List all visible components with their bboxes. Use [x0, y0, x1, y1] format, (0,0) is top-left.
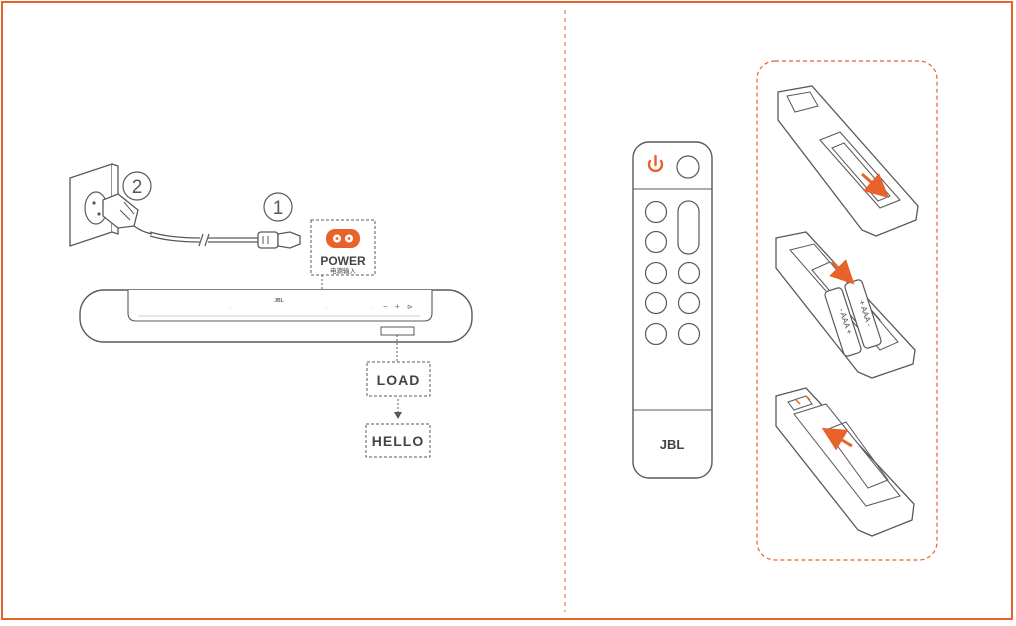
soundbar-source-button: ⊳: [407, 304, 413, 311]
down-arrow: [394, 399, 402, 419]
remote-button: [677, 261, 701, 285]
battery-steps-frame: [756, 60, 938, 561]
remote-battery-compartment: - AAA + + AAA -: [775, 231, 916, 379]
svg-text:HELLO: HELLO: [372, 433, 424, 449]
remote-button: [644, 230, 668, 254]
remote-top-button: [676, 155, 700, 179]
remote-button: [644, 200, 668, 224]
power-port-icon: [326, 229, 360, 248]
soundbar-plus-button: +: [395, 302, 400, 311]
battery-1: [824, 287, 862, 357]
svg-text:·: ·: [370, 305, 372, 311]
remote-volume-rocker: [677, 200, 700, 255]
slide-up-arrow: [821, 427, 853, 451]
power-plug: [102, 193, 153, 235]
svg-text:·: ·: [229, 305, 231, 311]
remote-button: [644, 291, 668, 315]
remote-button: [644, 322, 668, 346]
remote-back-cover-open: [777, 85, 919, 237]
soundbar-display-window: [380, 326, 415, 336]
remote-logo: JBL: [660, 437, 685, 452]
svg-text:1: 1: [273, 198, 284, 219]
remote-button: [644, 261, 668, 285]
svg-text:2: 2: [132, 177, 143, 198]
svg-text:·: ·: [325, 305, 327, 311]
display-hello-box: HELLO: [365, 423, 431, 458]
remote-button: [677, 322, 701, 346]
soundbar-logo: JBL: [274, 298, 283, 304]
iec-connector: [257, 231, 301, 249]
remote-control: JBL: [632, 141, 713, 479]
power-label: POWER: [320, 254, 366, 268]
remote-button: [677, 291, 701, 315]
svg-text:LOAD: LOAD: [377, 372, 421, 388]
power-cable: [149, 231, 258, 247]
power-sublabel: 电源输入: [330, 266, 357, 275]
power-port-callout: POWER 电源输入: [310, 219, 376, 293]
remote-back-cover-close: [775, 387, 915, 537]
display-load-box: LOAD: [366, 361, 431, 397]
soundbar: JBL · · · − + ⊳: [79, 289, 473, 343]
step-1-marker: 1: [263, 192, 293, 222]
slide-down-arrow: [861, 172, 889, 198]
remote-power-icon: [647, 154, 664, 173]
insert-battery-arrow: [829, 259, 855, 285]
step-2-marker: 2: [122, 171, 152, 201]
soundbar-minus-button: −: [383, 302, 388, 311]
